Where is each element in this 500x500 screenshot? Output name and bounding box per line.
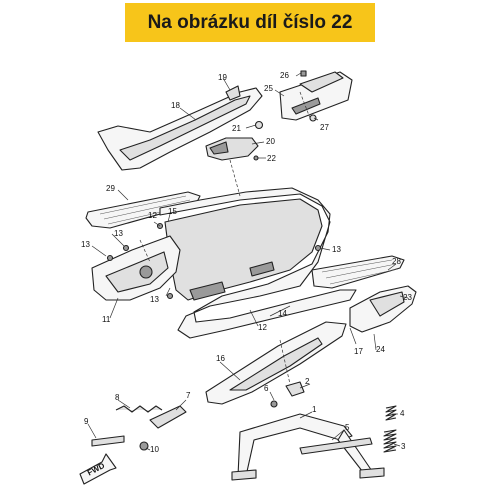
callout-23: 23 [403,293,412,302]
part-9-bolt [91,435,125,447]
part-22-screw [253,155,259,161]
part-13-bolt [106,222,322,300]
part-19-tab [225,85,241,101]
callout-13-b: 13 [114,229,123,238]
callout-19: 19 [218,73,227,82]
part-23-cover [349,285,417,333]
callout-12-center: 12 [258,323,267,332]
fwd-arrow: FWD [79,453,117,485]
callout-5: 5 [345,423,350,432]
part-10-nut [139,441,149,451]
callout-20: 20 [266,137,275,146]
callout-27: 27 [320,123,329,132]
callout-24: 24 [376,345,385,354]
callout-3: 3 [401,442,406,451]
callout-2: 2 [305,377,310,386]
callout-13-c: 13 [150,295,159,304]
callout-17: 17 [354,347,363,356]
part-16-skirt [205,321,347,405]
leader-lines [87,72,409,451]
part-6-pin [270,400,278,408]
part-28-mat [311,255,405,289]
callout-1: 1 [312,405,317,414]
callout-21: 21 [232,124,241,133]
callout-10: 10 [150,445,159,454]
part-21-bolt [254,120,264,130]
part-5-rod [299,437,373,455]
callout-4: 4 [400,409,405,418]
callout-8: 8 [115,393,120,402]
callout-22: 22 [267,154,276,163]
callout-29: 29 [106,184,115,193]
part-4-spring [385,405,397,421]
part-25-cover [279,71,353,121]
part-2-bracket [285,381,305,397]
callout-7: 7 [186,391,191,400]
part-29-mat [85,191,201,229]
callout-16: 16 [216,354,225,363]
part-11-underframe [91,235,181,301]
part-26-clip [300,70,307,77]
callout-11: 11 [102,315,111,324]
callout-25: 25 [264,84,273,93]
callout-13-d: 13 [332,245,341,254]
callout-18: 18 [171,101,180,110]
banner-text: Na obrázku díl číslo 22 [147,11,353,33]
part-8-spring [115,405,163,413]
part-20-cover [205,137,259,161]
part-12-floorboard [159,187,357,339]
callout-15: 15 [168,207,177,216]
callout-9: 9 [84,417,89,426]
title-banner: Na obrázku díl číslo 22 [125,3,375,42]
callout-28: 28 [392,257,401,266]
callout-6: 6 [264,384,269,393]
part-27-bolt [309,114,317,122]
part-18-rail [97,87,263,171]
callout-12-left: 12 [148,211,157,220]
callout-numbers: 1 2 3 4 5 6 7 8 9 10 11 12 12 13 13 13 1… [81,71,412,454]
part-7-stand [149,405,187,429]
callout-13-a: 13 [81,240,90,249]
part-3-spring [383,429,397,453]
callout-14: 14 [278,309,287,318]
callout-26: 26 [280,71,289,80]
